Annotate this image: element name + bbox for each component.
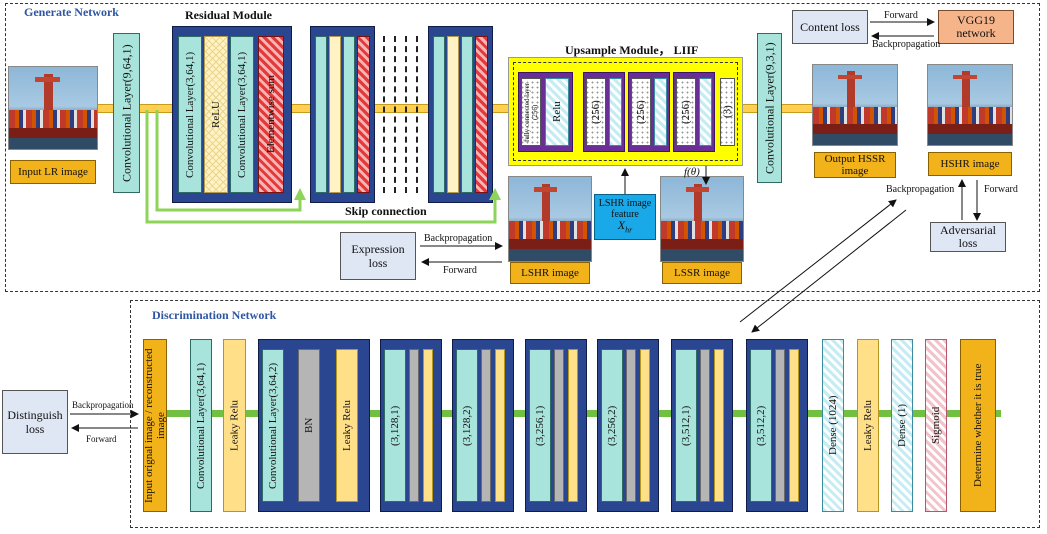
expression-loss-box: Expression loss [340, 232, 416, 280]
input-lr-image-label: Input LR image [10, 160, 96, 184]
res2-conv-1 [315, 36, 327, 193]
upsample-relu-2 [654, 78, 667, 146]
disc-block-leaky-3 [568, 349, 578, 502]
resn-sum [475, 36, 488, 193]
disc-block-leaky-4 [640, 349, 650, 502]
ellipsis-column-2 [394, 36, 396, 193]
generate-network-title: Generate Network [24, 5, 119, 19]
disc-block-bn-2 [481, 349, 491, 502]
adversarial-loss-box: Adversarial loss [930, 222, 1006, 252]
disc-block-bn-6 [775, 349, 785, 502]
res2-relu [329, 36, 341, 193]
resn-conv-2 [461, 36, 473, 193]
f-theta-label: f(θ) [684, 166, 700, 178]
upsample-module-title: Upsample Module， LIIF [565, 43, 699, 57]
disc-block-leaky-1 [423, 349, 433, 502]
lshr-feature-symbol: Xhr [617, 218, 633, 235]
disc-block-leaky-5 [714, 349, 724, 502]
lssr-label: LSSR image [662, 262, 742, 284]
skip-connection-label: Skip connection [345, 204, 427, 218]
upsample-relu-3 [699, 78, 712, 146]
content-loss-box: Content loss [792, 10, 868, 44]
expression-forward-label: Forward [443, 265, 477, 276]
expression-backprop-label: Backpropagation [424, 233, 493, 244]
content-forward-label: Forward [884, 10, 918, 21]
hshr-label: HSHR image [928, 152, 1012, 176]
upsample-relu-1 [609, 78, 622, 146]
residual-module-title: Residual Module [185, 8, 273, 22]
resn-conv-1 [433, 36, 445, 193]
disc-block-bn-5 [700, 349, 710, 502]
discrimination-network-title: Discrimination Network [152, 308, 277, 322]
resn-relu [447, 36, 459, 193]
distinguish-backprop-label: Backpropagation [72, 400, 134, 410]
generate-network-frame [5, 3, 1040, 292]
res2-conv-2 [343, 36, 355, 193]
lshr-image [508, 176, 592, 262]
disc-block-leaky-2 [495, 349, 505, 502]
disc-block-bn-3 [554, 349, 564, 502]
ellipsis-column-3 [405, 36, 407, 193]
lssr-image [660, 176, 744, 262]
lshr-label: LSHR image [510, 262, 590, 284]
distinguish-loss-box: Distinguish loss [2, 390, 68, 454]
disc-block-leaky-6 [789, 349, 799, 502]
input-lr-image [8, 66, 98, 150]
res2-sum [357, 36, 370, 193]
lshr-feature-label: LSHR image feature [598, 198, 652, 221]
content-backprop-label: Backpropagation [872, 39, 941, 50]
ellipsis-column-1 [383, 36, 385, 193]
output-hssr-label: Output HSSR image [814, 152, 896, 178]
disc-block-bn-4 [626, 349, 636, 502]
upsample-inner-frame [513, 62, 738, 161]
adversarial-forward-label: Forward [984, 184, 1018, 195]
output-hssr-image [812, 64, 898, 146]
disc-block-bn-1 [409, 349, 419, 502]
vgg19-network-box: VGG19 network [938, 10, 1014, 44]
lshr-feature-box: LSHR image feature Xhr [594, 194, 656, 240]
ellipsis-column-4 [416, 36, 418, 193]
distinguish-forward-label: Forward [86, 434, 117, 444]
hshr-image [927, 64, 1013, 146]
adversarial-backprop-label: Backpropagation [886, 184, 955, 195]
